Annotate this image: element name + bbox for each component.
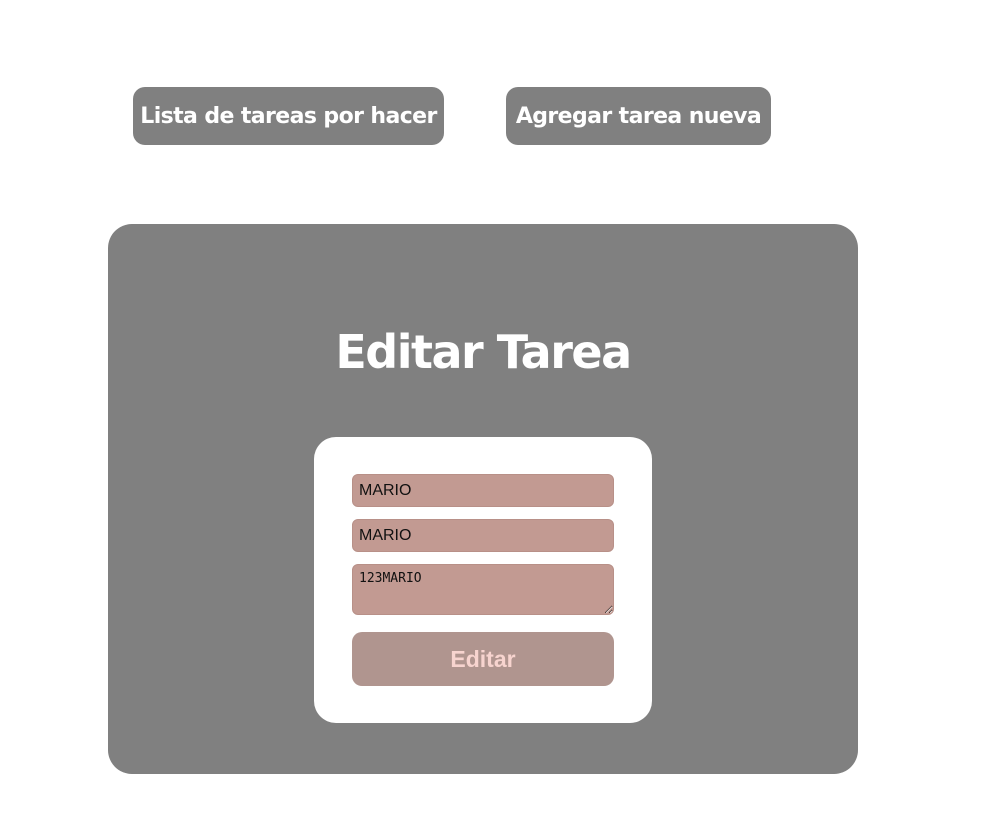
edit-task-form: 123MARIO Editar: [314, 437, 652, 723]
description-textarea[interactable]: 123MARIO: [352, 564, 614, 615]
edit-task-panel: Editar Tarea 123MARIO Editar: [108, 224, 858, 774]
name-input[interactable]: [352, 474, 614, 507]
task-title-input[interactable]: [352, 519, 614, 552]
task-list-button[interactable]: Lista de tareas por hacer: [133, 87, 444, 145]
page-title: Editar Tarea: [335, 325, 632, 379]
edit-submit-button[interactable]: Editar: [352, 632, 614, 686]
add-task-button[interactable]: Agregar tarea nueva: [506, 87, 771, 145]
